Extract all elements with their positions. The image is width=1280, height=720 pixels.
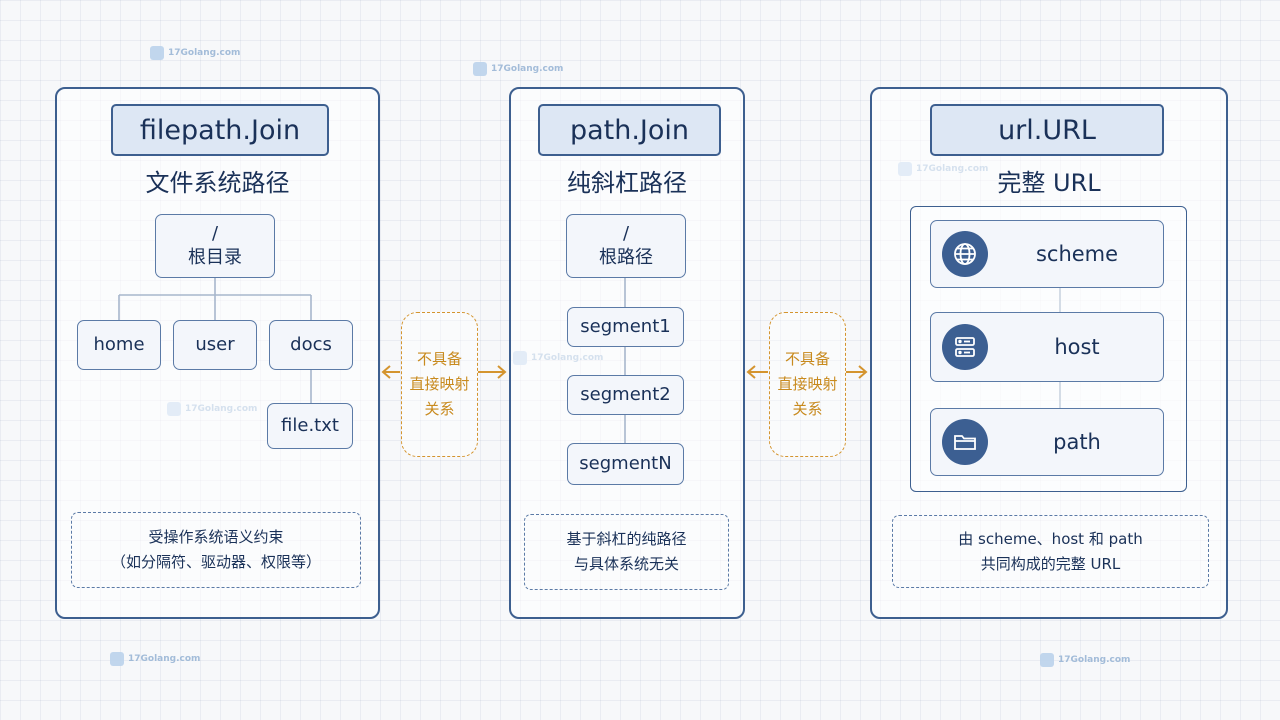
file-node: file.txt	[267, 403, 353, 449]
globe-icon	[942, 231, 988, 277]
note-line: 共同构成的完整 URL	[980, 554, 1121, 573]
watermark-logo-icon	[1040, 653, 1054, 667]
root-slash: /	[622, 222, 630, 244]
watermark: 17Golang.com	[1040, 653, 1130, 667]
filepath-note: 受操作系统语义约束 （如分隔符、驱动器、权限等）	[71, 512, 361, 588]
note-line: 受操作系统语义约束	[148, 528, 284, 547]
server-icon	[942, 324, 988, 370]
path-title: path.Join	[538, 104, 721, 156]
path-note: 基于斜杠的纯路径 与具体系统无关	[524, 514, 729, 590]
url-note: 由 scheme、host 和 path 共同构成的完整 URL	[892, 515, 1209, 588]
root-label: 根路径	[599, 247, 653, 268]
connector-label: 直接映射	[409, 375, 470, 394]
url-field-host: host	[930, 312, 1164, 382]
url-field-path: path	[930, 408, 1164, 476]
no-mapping-connector: 不具备 直接映射 关系	[769, 312, 846, 457]
segment-node: segment2	[567, 375, 684, 415]
watermark: 17Golang.com	[110, 652, 200, 666]
filepath-title: filepath.Join	[111, 104, 329, 156]
connector-label: 直接映射	[777, 375, 838, 394]
field-label: path	[1053, 430, 1101, 454]
watermark-logo-icon	[473, 62, 487, 76]
note-line: 由 scheme、host 和 path	[958, 529, 1143, 548]
url-subtitle: 完整 URL	[997, 169, 1101, 197]
path-panel	[509, 87, 745, 619]
root-path-node: / 根路径	[566, 214, 686, 278]
field-label: host	[1054, 335, 1100, 359]
watermark-logo-icon	[110, 652, 124, 666]
connector-arrow-head	[746, 365, 756, 379]
url-field-scheme: scheme	[930, 220, 1164, 288]
root-label: 根目录	[188, 247, 242, 268]
no-mapping-connector: 不具备 直接映射 关系	[401, 312, 478, 457]
dir-node-docs: docs	[269, 320, 353, 370]
connector-label: 不具备	[416, 350, 462, 369]
root-slash: /	[211, 222, 219, 244]
watermark-logo-icon	[150, 46, 164, 60]
connector-label: 关系	[424, 399, 455, 418]
connector-arrow-head	[858, 365, 868, 379]
dir-node-home: home	[77, 320, 161, 370]
note-line: 基于斜杠的纯路径	[566, 530, 687, 549]
watermark: 17Golang.com	[150, 46, 240, 60]
field-label: scheme	[1035, 242, 1119, 266]
url-title: url.URL	[930, 104, 1164, 156]
segment-node: segment1	[567, 307, 684, 347]
path-subtitle: 纯斜杠路径	[567, 169, 687, 197]
note-line: 与具体系统无关	[573, 555, 679, 573]
filepath-subtitle: 文件系统路径	[145, 169, 290, 197]
connector-label: 不具备	[784, 350, 830, 369]
connector-label: 关系	[792, 399, 823, 418]
watermark: 17Golang.com	[473, 62, 563, 76]
root-directory-node: / 根目录	[155, 214, 275, 278]
note-line: （如分隔符、驱动器、权限等）	[110, 553, 321, 571]
connector-arrow-head	[381, 365, 391, 379]
folder-icon	[942, 419, 988, 465]
connector-arrow-head	[497, 365, 507, 379]
segment-node: segmentN	[567, 443, 684, 485]
dir-node-user: user	[173, 320, 257, 370]
